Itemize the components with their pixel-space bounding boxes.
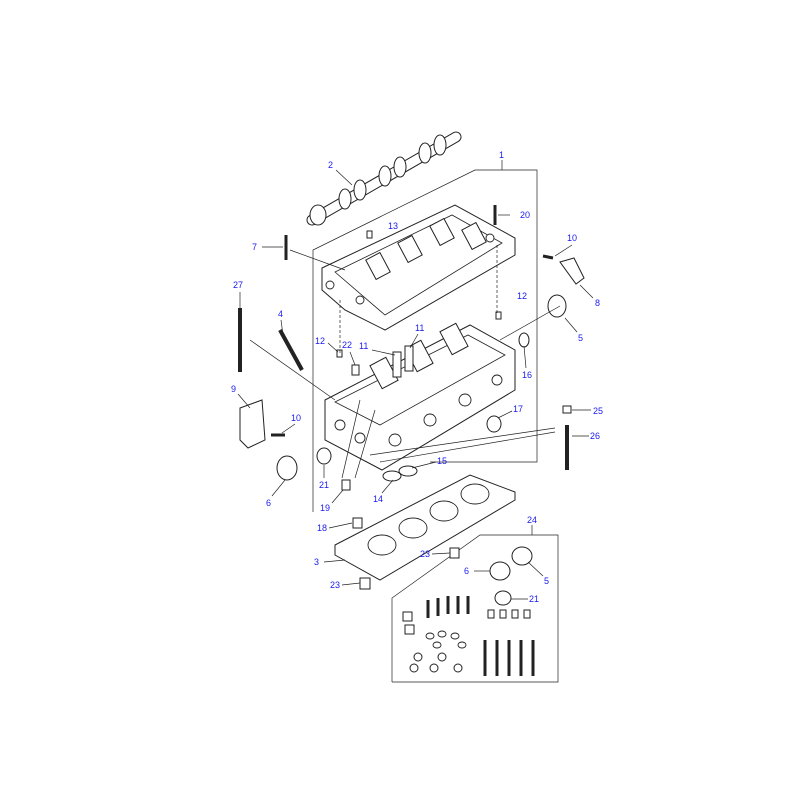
callout-labels: 1 2 20 13 7 10 8 27 12 4 5 11 12 22 11 1… [231, 150, 603, 604]
head-gasket [334, 474, 516, 581]
group-24-bracket [391, 534, 559, 683]
callout-20[interactable]: 20 [520, 210, 530, 220]
callout-21b[interactable]: 21 [529, 594, 539, 604]
callout-14[interactable]: 14 [373, 494, 383, 504]
callout-12b[interactable]: 12 [315, 336, 325, 346]
group-1-bracket [312, 169, 538, 512]
callout-24[interactable]: 24 [527, 515, 537, 525]
callout-6[interactable]: 6 [266, 498, 271, 508]
callout-2[interactable]: 2 [328, 160, 333, 170]
callout-11[interactable]: 11 [415, 323, 424, 333]
callout-4[interactable]: 4 [278, 309, 283, 319]
callout-22[interactable]: 22 [342, 340, 352, 350]
callout-23[interactable]: 23 [420, 549, 430, 559]
callout-13[interactable]: 13 [388, 221, 398, 231]
callout-25[interactable]: 25 [593, 406, 603, 416]
callout-18[interactable]: 18 [317, 523, 327, 533]
callout-5b[interactable]: 5 [544, 576, 549, 586]
callout-16[interactable]: 16 [522, 370, 532, 380]
callout-1[interactable]: 1 [499, 150, 504, 160]
callout-15[interactable]: 15 [437, 456, 447, 466]
callout-3[interactable]: 3 [314, 557, 319, 567]
callout-19[interactable]: 19 [320, 503, 330, 513]
leader-lines [237, 214, 594, 600]
callout-5[interactable]: 5 [578, 333, 583, 343]
callout-21[interactable]: 21 [319, 480, 329, 490]
small-parts [238, 205, 585, 590]
callout-7[interactable]: 7 [252, 242, 257, 252]
callout-10[interactable]: 10 [567, 233, 577, 243]
cylinder-head [324, 322, 516, 471]
callout-27[interactable]: 27 [233, 280, 243, 290]
callout-12[interactable]: 12 [517, 291, 527, 301]
callout-17[interactable]: 17 [513, 404, 523, 414]
callout-6b[interactable]: 6 [464, 566, 469, 576]
callout-8[interactable]: 8 [595, 298, 600, 308]
callout-26[interactable]: 26 [590, 431, 600, 441]
camshaft-carrier [321, 204, 516, 331]
camshaft [306, 131, 462, 226]
callout-23b[interactable]: 23 [330, 580, 340, 590]
callout-11b[interactable]: 11 [359, 341, 368, 351]
callout-9[interactable]: 9 [231, 384, 236, 394]
gasket-kit [402, 546, 535, 676]
callout-10b[interactable]: 10 [291, 413, 301, 423]
